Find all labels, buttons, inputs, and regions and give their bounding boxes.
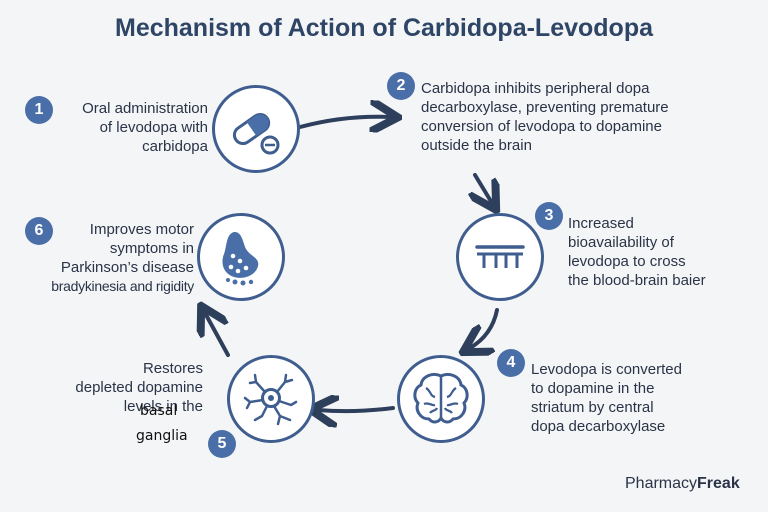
step-5-line: depleted dopamine <box>75 379 203 396</box>
step-2-text: Carbidopa inhibits peripheral dopa decar… <box>421 79 721 155</box>
step-6-line: Parkinson’s disease <box>60 259 194 276</box>
substantia-nigra-icon <box>197 213 285 301</box>
arrow-1-to-2 <box>298 117 390 127</box>
step-6-line: bradykinesia and rigidity <box>51 278 194 294</box>
step-5-text-ganglia: ganglia <box>136 428 188 444</box>
step-1-line: carbidopa <box>142 138 208 155</box>
step-2-line: decarboxylase, preventing premature <box>421 99 669 116</box>
arrow-4-to-5 <box>318 408 395 411</box>
step-1-line: of levodopa with <box>99 119 208 136</box>
brand-part-1: Pharmacy <box>625 475 698 492</box>
step-3-line: bioavailability of <box>568 234 674 251</box>
step-5-line: Restores <box>142 360 203 377</box>
step-1-badge: 1 <box>25 96 53 124</box>
step-5-text: Restores depleted dopamine levels in the <box>40 359 203 416</box>
page-title: Mechanism of Action of Carbidopa-Levodop… <box>115 14 653 42</box>
step-5-line: levels in the <box>123 398 203 415</box>
step-2-line: conversion of levodopa to dopamine <box>421 118 662 135</box>
step-6-badge: 6 <box>25 217 53 245</box>
step-3-badge: 3 <box>535 202 563 230</box>
step-2-line: outside the brain <box>421 137 532 154</box>
step-4-badge: 4 <box>497 349 525 377</box>
neuron-icon <box>227 355 315 443</box>
step-4-line: to dopamine in the <box>531 380 655 397</box>
arrow-3-to-4 <box>470 308 499 348</box>
step-5-text-basal: basal <box>140 403 178 419</box>
step-3-line: levodopa to cross <box>568 253 686 270</box>
barrier-icon <box>456 213 544 301</box>
step-4-line: striatum by central <box>531 399 654 416</box>
step-2-badge: 2 <box>387 72 415 100</box>
step-1-text: Oral administration of levodopa with car… <box>55 99 208 156</box>
step-4-line: dopa decarboxylase <box>531 418 666 435</box>
step-6-line: Improves motor <box>89 221 194 238</box>
step-3-line: Increased <box>568 215 634 232</box>
brand-logo: PharmacyFreak <box>625 475 740 493</box>
step-6-line: symptoms in <box>109 240 194 257</box>
pill-icon <box>212 85 300 173</box>
step-3-line: the blood-brain baier <box>568 272 706 289</box>
arrow-5-to-6 <box>205 313 230 357</box>
step-4-text: Levodopa is converted to dopamine in the… <box>531 360 731 436</box>
step-4-line: Levodopa is converted <box>531 361 682 378</box>
step-6-text: Improves motor symptoms in Parkinson’s d… <box>22 220 194 296</box>
step-5-badge: 5 <box>208 430 236 458</box>
arrow-2-to-3 <box>475 173 492 203</box>
step-3-text: Increased bioavailability of levodopa to… <box>568 214 753 290</box>
brand-part-2: Freak <box>697 475 740 492</box>
brain-icon <box>397 355 485 443</box>
step-1-line: Oral administration <box>82 100 208 117</box>
step-2-line: Carbidopa inhibits peripheral dopa <box>421 80 650 97</box>
